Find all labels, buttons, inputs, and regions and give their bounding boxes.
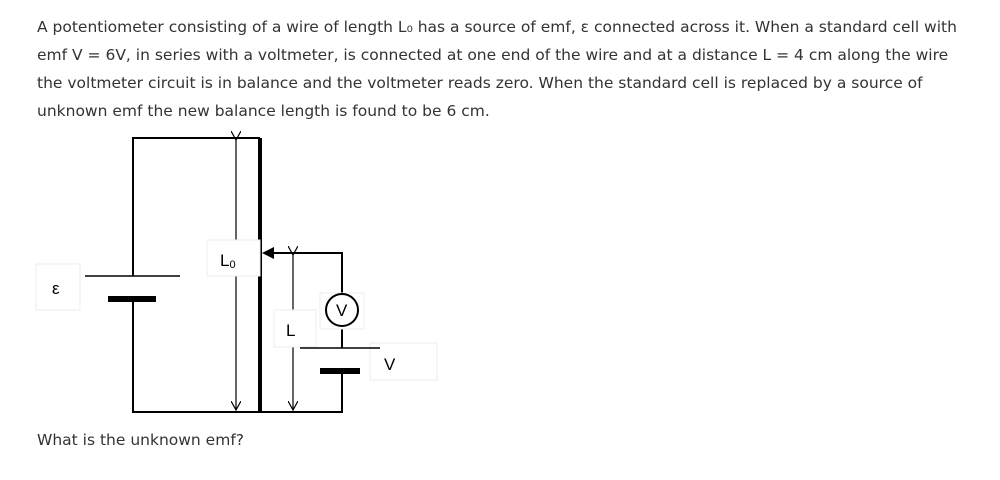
standard-cell [300,347,380,374]
emf-source-battery [85,275,180,302]
slider-contact-arrow [262,247,274,259]
question-text: A potentiometer consisting of a wire of … [37,18,957,120]
voltmeter: V [319,292,365,330]
svg-text:V: V [336,301,348,320]
question-prompt: What is the unknown emf? [37,431,245,449]
emf-label: ε [52,279,60,298]
l0-label: L0 [220,251,236,271]
cell-emf-label: V [384,355,396,374]
l-label: L [286,321,295,340]
